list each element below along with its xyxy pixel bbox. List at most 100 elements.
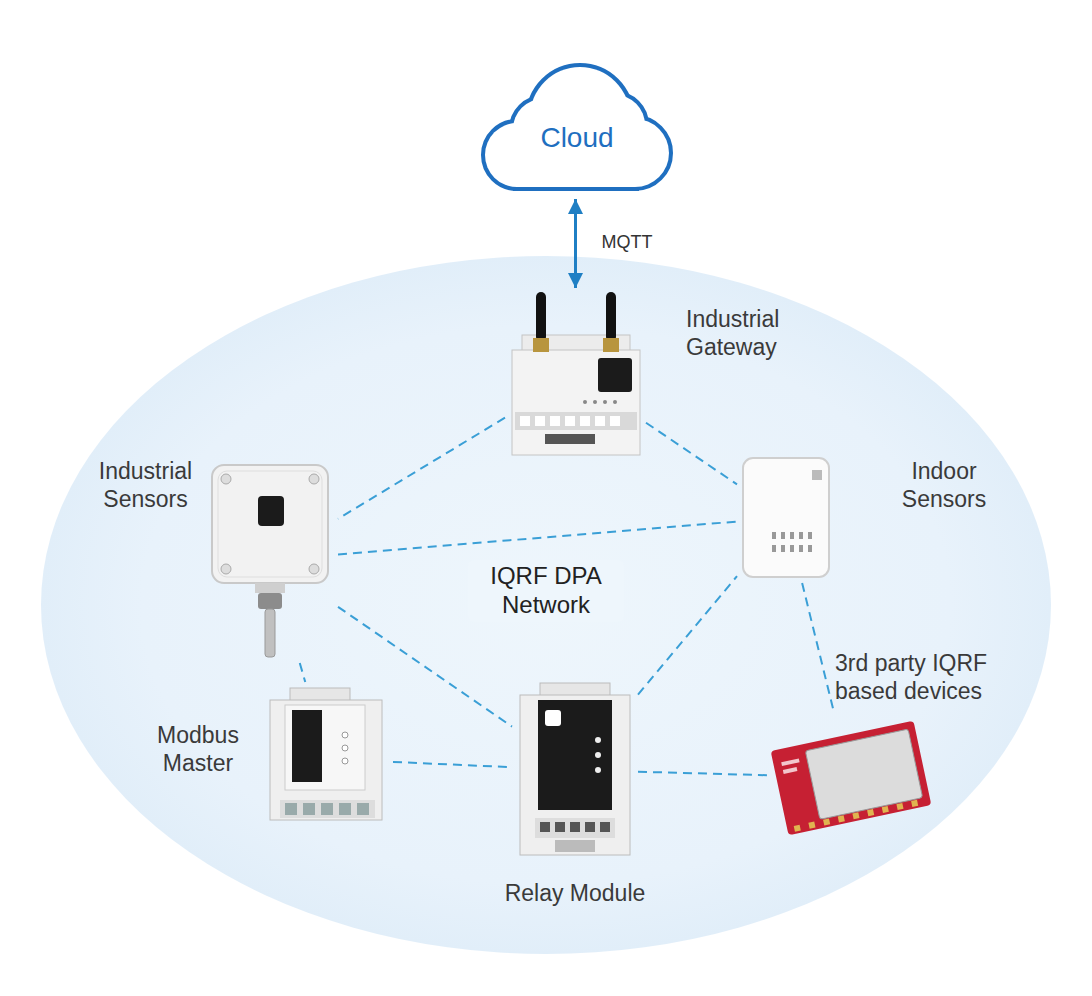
drawing-part [585,822,595,832]
drawing-part [321,803,333,815]
drawing-part [357,803,369,815]
node-label: Indoor Sensors [884,458,1004,513]
drawing-part [867,809,874,816]
chip-node: 3rd party IQRF based devices [770,715,930,840]
cloud-stroke [485,67,669,187]
drawing-part [342,732,348,738]
drawing-part [781,532,785,539]
drawing-part [255,583,285,593]
drawing-part [595,767,601,773]
node-label: Relay Module [475,880,675,908]
drawing-part [743,458,829,577]
drawing-part [515,412,637,430]
network-area: IQRF DPA NetworkIndustrial GatewayIndust… [40,255,1052,955]
drawing-part [823,818,830,825]
drawing-part [545,434,595,444]
modbus-module-illustration [270,688,382,820]
drawing-part [610,416,620,426]
label-holder: IQRF DPA Network [468,560,624,622]
drawing-part [812,470,822,480]
drawing-part [794,825,801,832]
drawing-part [538,700,612,810]
indoor-sensor-illustration [743,458,829,577]
label-holder: 3rd party IQRF based devices [835,650,1035,705]
cloud-node: Cloud [455,55,696,197]
label-holder: MQTT [602,232,653,254]
drawing-part [838,815,845,822]
drawing-part [772,532,776,539]
drawing-part [292,710,322,782]
drawing-part [545,710,561,726]
drawing-part [580,416,590,426]
label-holder: Relay Module [475,880,675,908]
drawing-part [781,545,785,552]
node-label: Industrial Gateway [686,306,811,361]
drawing-part [595,416,605,426]
drawing-part [781,758,799,766]
drawing-part [808,822,815,829]
drawing-part [593,400,597,404]
drawing-part [565,416,575,426]
drawing-part [799,545,803,552]
drawing-part [339,803,351,815]
drawing-part [772,545,776,552]
drawing-part [805,729,922,819]
drawing-part [285,705,365,790]
drawing-part [520,416,530,426]
drawing-part [808,545,812,552]
drawing-part [221,564,231,574]
drawing-part [535,818,615,838]
drawing-part [598,358,632,392]
drawing-part [550,416,560,426]
drawing-part [221,474,231,484]
drawing-part [512,350,640,455]
drawing-part [212,465,328,583]
label-holder: Cloud [517,121,637,155]
drawing-part [533,338,549,352]
drawing-part [520,695,630,855]
drawing-part [783,767,798,774]
drawing-part [603,338,619,352]
drawing-part [258,593,282,609]
drawing-part [309,564,319,574]
drawing-part [570,822,580,832]
sensor-node: Indoor Sensors [740,455,832,580]
drawing-part [536,292,546,342]
drawing-part [41,256,1051,954]
module-node: Modbus Master [265,685,390,833]
label-holder: Industrial Sensors [88,458,203,513]
drawing-part [799,532,803,539]
drawing-part [595,737,601,743]
drawing-part [606,292,616,342]
label-holder: Industrial Gateway [686,306,811,361]
drawing-part [258,496,284,526]
mqtt-arrow [574,199,577,288]
node-label: Cloud [517,121,637,155]
module-node: Relay Module [515,680,635,860]
drawing-part [896,803,903,810]
drawing-part [280,800,375,818]
drawing-part [535,416,545,426]
sensor-node: Industrial Sensors [205,460,335,660]
drawing-part [540,822,550,832]
drawing-part [309,474,319,484]
label-holder: Indoor Sensors [884,458,1004,513]
drawing-part [882,806,889,813]
drawing-part [790,545,794,552]
gateway-node: Industrial Gateway [508,290,643,460]
node-label: Modbus Master [138,722,258,777]
drawing-part [303,803,315,815]
drawing-part [265,609,275,657]
drawing-part [603,400,607,404]
node-label: IQRF DPA Network [468,560,624,622]
drawing-part [808,532,812,539]
cloud-fill [485,67,669,187]
node-label: Industrial Sensors [88,458,203,513]
drawing-part [911,800,918,807]
drawing-part [613,400,617,404]
relay-module-illustration [520,683,630,855]
drawing-part [342,758,348,764]
edge-label: MQTT [602,232,653,254]
drawing-part [342,745,348,751]
